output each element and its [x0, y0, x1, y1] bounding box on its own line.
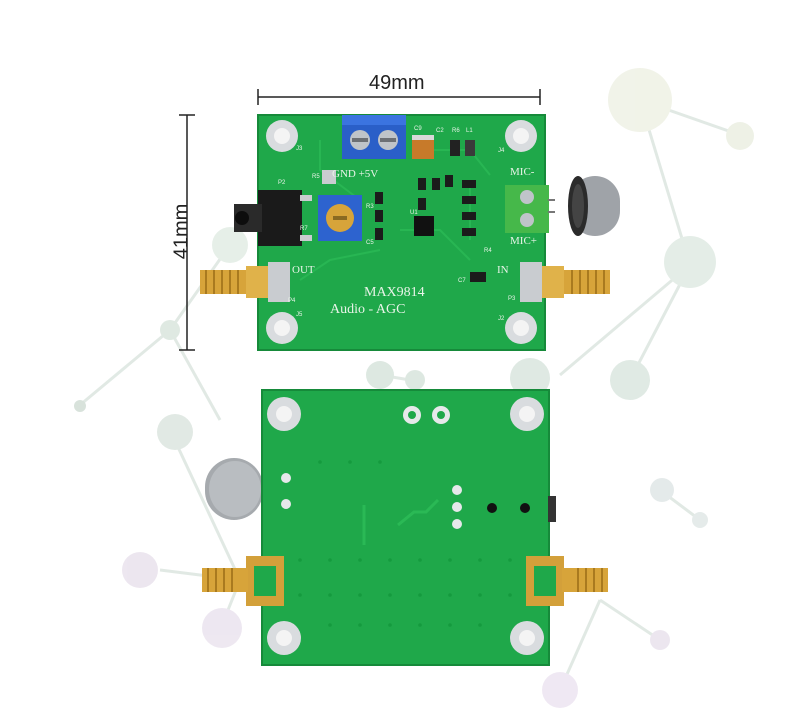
- sma-connector-back-left: [202, 556, 284, 606]
- audio-jack: [234, 190, 312, 246]
- ref-r5: R5: [312, 174, 320, 180]
- mounting-hole-back-tr: [510, 397, 544, 431]
- ref-r6: R6: [452, 128, 460, 134]
- power-pin-label: GND +5V: [332, 168, 378, 180]
- in-label: IN: [497, 264, 509, 276]
- pcb-front: GND +5V MIC- MIC+ OUT IN MAX9814 Audio -…: [200, 114, 620, 351]
- ref-c5: C5: [366, 240, 374, 246]
- mic-screw-terminal: [505, 185, 549, 233]
- width-dimension-line: [257, 89, 541, 105]
- ref-c9: C9: [414, 126, 422, 132]
- mic-plus-label: MIC+: [510, 235, 537, 247]
- out-label: OUT: [292, 264, 315, 276]
- board-subtitle: Audio - AGC: [330, 302, 405, 317]
- ref-r4: R4: [484, 248, 492, 254]
- sma-connector-back-right: [526, 556, 608, 606]
- mounting-hole-front-tr: [505, 120, 537, 152]
- ref-j3: J3: [296, 146, 303, 152]
- mounting-hole-back-br: [510, 621, 544, 655]
- mounting-hole-back-tl: [267, 397, 301, 431]
- ref-j2: J2: [498, 316, 505, 322]
- molecule-background: [74, 68, 754, 708]
- gain-potentiometer: [318, 170, 362, 241]
- chip-model-label: MAX9814: [364, 285, 425, 300]
- microphone-capsule-back: [205, 458, 263, 520]
- ref-u1: U1: [410, 210, 418, 216]
- ref-c7: C7: [458, 278, 466, 284]
- pcb-back: [202, 389, 608, 666]
- ref-c2: C2: [436, 128, 444, 134]
- tantalum-capacitor: [412, 135, 434, 159]
- width-dimension-label: 49mm: [369, 72, 425, 94]
- power-screw-terminal: [342, 115, 406, 159]
- ref-j5: J5: [296, 312, 303, 318]
- max9814-chip: [414, 216, 434, 236]
- mounting-hole-front-tl: [266, 120, 298, 152]
- sma-connector-out: [200, 262, 290, 302]
- mounting-hole-back-bl: [267, 621, 301, 655]
- microphone-capsule: [548, 176, 620, 236]
- ref-p2: P2: [278, 180, 286, 186]
- ref-p3: P3: [508, 296, 516, 302]
- height-dimension-line: [179, 114, 195, 351]
- pcb-back-substrate: [262, 390, 549, 665]
- ref-l1: L1: [466, 128, 473, 134]
- ref-r7: R7: [300, 226, 308, 232]
- sma-connector-in: [520, 262, 610, 302]
- ref-j4: J4: [498, 148, 505, 154]
- mounting-hole-front-bl: [266, 312, 298, 344]
- ref-r3: R3: [366, 204, 374, 210]
- smd-components: [375, 175, 486, 282]
- mounting-hole-front-br: [505, 312, 537, 344]
- mic-minus-label: MIC-: [510, 166, 535, 178]
- ref-p4: P4: [288, 298, 296, 304]
- solder-pads: [281, 406, 556, 529]
